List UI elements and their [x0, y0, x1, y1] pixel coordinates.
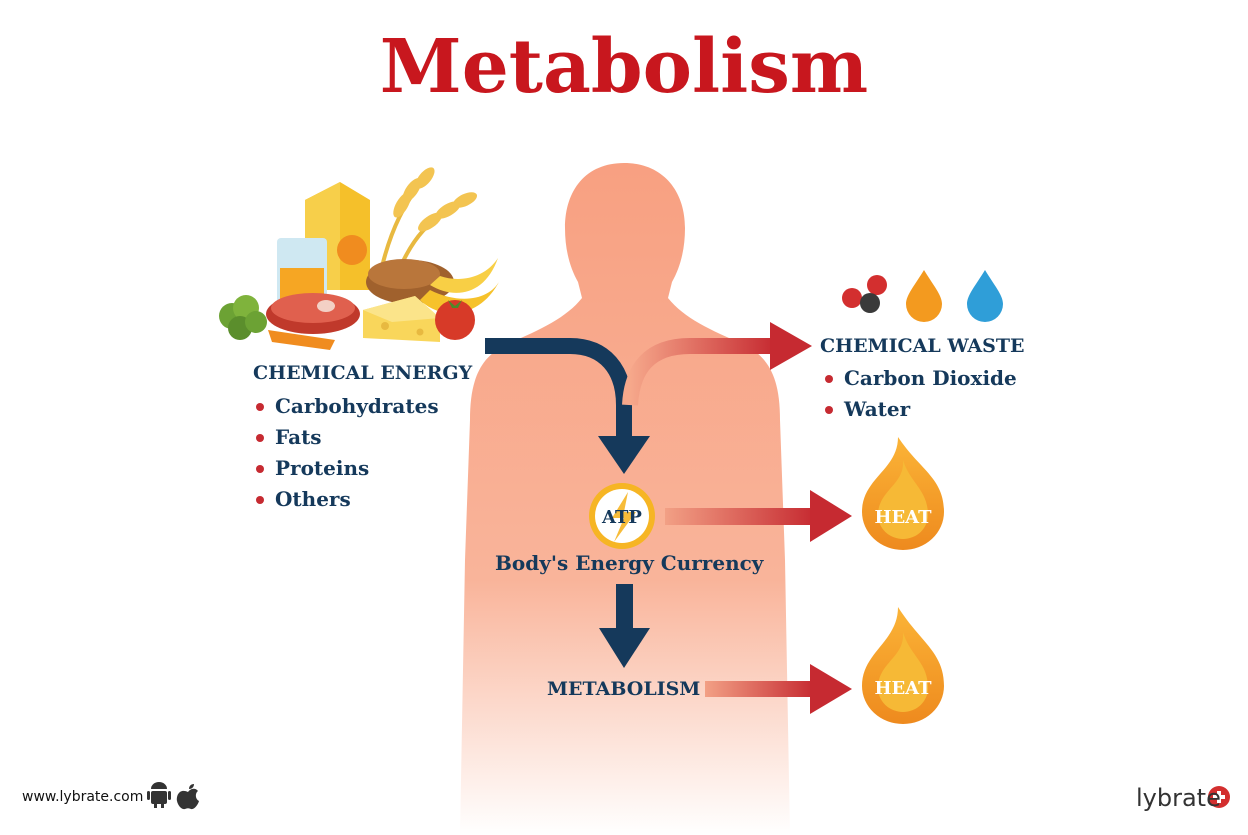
food-group-icon [219, 167, 500, 350]
page-title: Metabolism [379, 24, 869, 110]
chemical-energy-section: CHEMICAL ENERGY Carbohydrates Fats Prote… [253, 362, 472, 515]
list-item: Others [253, 484, 472, 515]
atp-heat-arrow [665, 490, 852, 542]
flame-icon [862, 607, 944, 724]
water-drop-icon [967, 270, 1003, 322]
list-item: Carbon Dioxide [822, 363, 1025, 394]
co2-molecule-icon [842, 275, 887, 313]
heat-label-metabolism: HEAT [874, 678, 932, 699]
chemical-waste-heading: CHEMICAL WASTE [820, 335, 1025, 357]
chemical-waste-list: Carbon Dioxide Water [822, 363, 1025, 425]
atp-caption: Body's Energy Currency [495, 551, 764, 575]
chemical-energy-list: Carbohydrates Fats Proteins Others [253, 391, 472, 515]
atp-label: ATP [601, 507, 642, 528]
metabolism-label: METABOLISM [547, 678, 701, 700]
heat-label-atp: HEAT [874, 507, 932, 528]
list-item: Fats [253, 422, 472, 453]
chemical-energy-heading: CHEMICAL ENERGY [253, 362, 473, 384]
metabolism-down-arrow [599, 584, 650, 668]
footer-url-link[interactable]: www.lybrate.com [22, 789, 144, 805]
apple-icon[interactable] [176, 784, 199, 810]
brand-logo: lybrate [1136, 784, 1221, 812]
waste-flow-arrow [622, 322, 812, 406]
plus-cross-icon [1208, 786, 1230, 808]
flame-icon [862, 437, 944, 550]
android-icon[interactable] [147, 782, 171, 808]
metabolism-heat-arrow [705, 664, 852, 714]
list-item: Proteins [253, 453, 472, 484]
orange-drop-icon [906, 270, 942, 322]
list-item: Carbohydrates [253, 391, 472, 422]
atp-coin-icon [589, 483, 655, 549]
chemical-waste-section: CHEMICAL WASTE Carbon Dioxide Water [820, 335, 1025, 425]
list-item: Water [822, 394, 1025, 425]
